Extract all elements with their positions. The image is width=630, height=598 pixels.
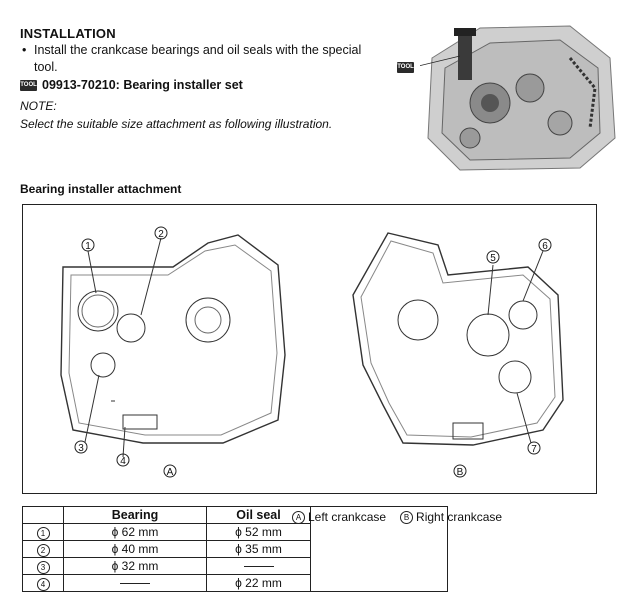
bearing-seal-table: Bearing Oil seal 1 ϕ 62 mm ϕ 52 mm 2 ϕ 4… xyxy=(22,506,448,592)
bearing-size-none xyxy=(63,574,207,592)
bearing-size: ϕ 32 mm xyxy=(63,557,207,575)
callout-5: 5 xyxy=(490,253,496,264)
crankcase-illustration: 1 2 3 4 5 6 7 A B xyxy=(60,226,564,478)
seal-size: ϕ 52 mm xyxy=(206,523,311,541)
seal-size-none xyxy=(206,557,311,575)
bearing-size: ϕ 62 mm xyxy=(63,523,207,541)
tool-icon: TOOL xyxy=(20,79,37,91)
special-tool-line: TOOL 09913-70210: Bearing installer set xyxy=(20,78,243,92)
callout-7: 7 xyxy=(531,444,537,455)
table-empty-cell xyxy=(310,506,448,592)
label-b: B xyxy=(457,467,464,478)
label-a: A xyxy=(167,467,174,478)
seal-size: ϕ 35 mm xyxy=(206,540,311,558)
tool-part-number: 09913-70210: Bearing installer set xyxy=(42,78,243,92)
table-row: 4 ϕ 22 mm xyxy=(22,574,448,592)
row-number: 2 xyxy=(22,540,64,558)
row-number: 4 xyxy=(22,574,64,592)
seal-size: ϕ 22 mm xyxy=(206,574,311,592)
note-label: NOTE: xyxy=(20,99,57,113)
bearing-size: ϕ 40 mm xyxy=(63,540,207,558)
note-text: Select the suitable size attachment as f… xyxy=(20,117,333,131)
callout-6: 6 xyxy=(542,241,548,252)
crankcase-diagram: 1 2 3 4 5 6 7 A B xyxy=(22,204,597,494)
bullet-text: Install the crankcase bearings and oil s… xyxy=(34,43,362,74)
callout-1: 1 xyxy=(85,241,91,252)
instruction-bullet: • Install the crankcase bearings and oil… xyxy=(22,42,376,76)
section-heading: INSTALLATION xyxy=(20,26,116,41)
table-row: 3 ϕ 32 mm xyxy=(22,557,448,575)
photo-tool-icon: TOOL xyxy=(397,62,414,73)
callout-4: 4 xyxy=(120,456,126,467)
callout-2: 2 xyxy=(158,229,164,240)
row-number: 1 xyxy=(22,523,64,541)
callout-3: 3 xyxy=(78,443,84,454)
row-number: 3 xyxy=(22,557,64,575)
crankcase-photo xyxy=(420,18,620,178)
table-header-bearing: Bearing xyxy=(63,506,207,524)
table-row: 2 ϕ 40 mm ϕ 35 mm xyxy=(22,540,448,558)
bullet-dot-icon: • xyxy=(22,43,27,57)
legend-mark-b: B xyxy=(400,511,414,524)
attachment-title: Bearing installer attachment xyxy=(20,182,182,196)
legend-mark-a: A xyxy=(292,511,305,524)
table-header-num xyxy=(22,506,64,524)
table-header-row: Bearing Oil seal xyxy=(22,506,448,592)
